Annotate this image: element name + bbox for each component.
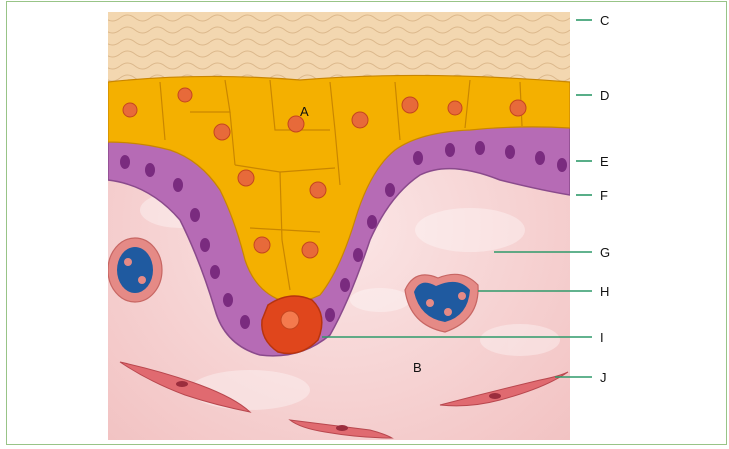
label-f: F [600, 188, 608, 203]
label-i: I [600, 330, 604, 345]
label-c: C [600, 13, 609, 28]
blood-vessel-left [108, 238, 162, 302]
label-d: D [600, 88, 609, 103]
tumor-cell [262, 296, 322, 354]
label-j: J [600, 370, 607, 385]
label-b: B [413, 360, 422, 375]
label-a: A [300, 104, 309, 119]
label-e: E [600, 154, 609, 169]
label-g: G [600, 245, 610, 260]
label-h: H [600, 284, 609, 299]
